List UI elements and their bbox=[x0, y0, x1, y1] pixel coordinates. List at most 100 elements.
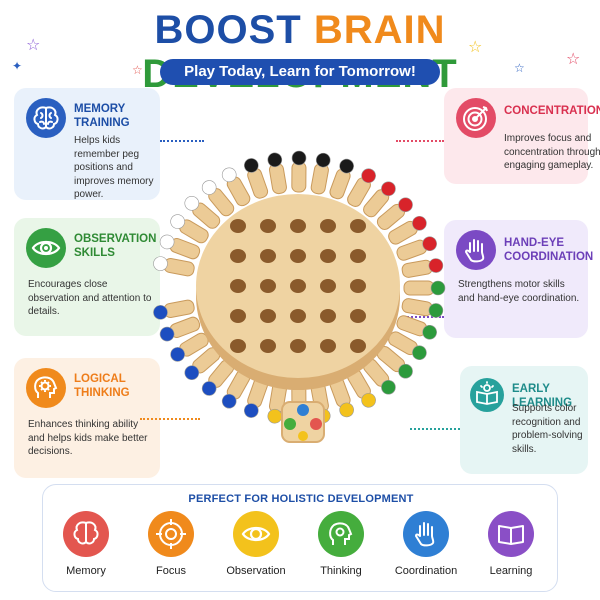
peg bbox=[244, 377, 269, 418]
connector-dots bbox=[160, 140, 204, 142]
peg bbox=[184, 347, 221, 381]
card-memory-training: MEMORY TRAINING Helps kids remember peg … bbox=[14, 88, 160, 200]
card-title: EARLY LEARNING bbox=[512, 383, 573, 409]
card-hand-eye-coordination: HAND-EYE COORDINATION Strengthens motor … bbox=[444, 220, 593, 338]
star-icon: ☆ bbox=[26, 37, 41, 54]
peg bbox=[388, 215, 427, 245]
board-hole bbox=[350, 219, 366, 233]
connector-dots bbox=[410, 428, 460, 430]
card-description: Encourages close observation and attenti… bbox=[28, 279, 152, 317]
board-hole bbox=[230, 249, 246, 263]
eye-icon bbox=[26, 228, 66, 268]
benefit-label: Focus bbox=[156, 565, 186, 577]
board-hole bbox=[260, 249, 276, 263]
connector-dots bbox=[404, 316, 444, 318]
benefit-label: Thinking bbox=[320, 565, 362, 577]
card-observation-skills: OBSERVATION SKILLS Encourages close obse… bbox=[14, 218, 160, 336]
board-hole bbox=[230, 339, 246, 353]
brain-icon bbox=[63, 511, 109, 557]
card-description: Enhances thinking ability and helps kids… bbox=[28, 419, 148, 457]
benefit-memory: Memory bbox=[51, 511, 121, 577]
card-title: OBSERVATION SKILLS bbox=[74, 233, 157, 259]
headline-word-boost: BOOST bbox=[154, 8, 302, 52]
board-hole bbox=[320, 279, 336, 293]
connector-dots bbox=[396, 140, 444, 142]
board-hole bbox=[230, 279, 246, 293]
peg bbox=[170, 214, 209, 244]
target-icon bbox=[148, 511, 194, 557]
tagline-ribbon: Play Today, Learn for Tomorrow! bbox=[160, 59, 440, 85]
card-concentration: CONCENTRATION Improves focus and concent… bbox=[444, 88, 600, 184]
book-bulb-icon bbox=[470, 378, 504, 412]
peg bbox=[184, 195, 221, 229]
peg bbox=[221, 167, 251, 207]
peg bbox=[347, 168, 376, 207]
board-hole bbox=[320, 219, 336, 233]
board-hole bbox=[260, 309, 276, 323]
color-dice bbox=[281, 401, 325, 443]
board-hole bbox=[350, 279, 366, 293]
star-icon: ✦ bbox=[12, 59, 23, 73]
hand-icon bbox=[456, 230, 496, 270]
benefit-observation: Observation bbox=[221, 511, 291, 577]
board-hole bbox=[290, 309, 306, 323]
peg bbox=[310, 152, 331, 195]
card-description: Improves focus and concentration through… bbox=[504, 133, 600, 171]
benefit-learning: Learning bbox=[476, 511, 546, 577]
benefit-label: Observation bbox=[226, 565, 286, 577]
peg bbox=[403, 280, 446, 296]
benefit-focus: Focus bbox=[136, 511, 206, 577]
peg bbox=[153, 256, 195, 277]
target-icon bbox=[456, 98, 496, 138]
book-icon bbox=[488, 511, 534, 557]
star-icon: ☆ bbox=[132, 63, 143, 77]
card-early-learning: EARLY LEARNING Supports color recognitio… bbox=[460, 366, 588, 474]
peg bbox=[376, 346, 413, 379]
card-description: Helps kids remember peg positions and im… bbox=[74, 135, 154, 200]
card-title: HAND-EYE COORDINATION bbox=[504, 237, 594, 263]
peg bbox=[329, 158, 354, 200]
board-hole bbox=[290, 219, 306, 233]
board-holes bbox=[230, 219, 366, 353]
peg bbox=[267, 381, 287, 424]
board-hole bbox=[290, 249, 306, 263]
star-icon: ☆ bbox=[514, 61, 525, 75]
board-hole bbox=[350, 249, 366, 263]
benefit-thinking: Thinking bbox=[306, 511, 376, 577]
card-title: MEMORY TRAINING bbox=[74, 103, 130, 129]
board-hole bbox=[260, 219, 276, 233]
eye-icon bbox=[233, 511, 279, 557]
brain-icon bbox=[26, 98, 66, 138]
benefit-label: Memory bbox=[66, 565, 106, 577]
board-hole bbox=[260, 279, 276, 293]
benefit-coordination: Coordination bbox=[391, 511, 461, 577]
board-hole bbox=[290, 339, 306, 353]
holistic-development-panel: PERFECT FOR HOLISTIC DEVELOPMENT Memory … bbox=[42, 484, 558, 592]
peg bbox=[401, 258, 444, 278]
peg bbox=[396, 315, 437, 340]
board-hole bbox=[350, 339, 366, 353]
board-hole bbox=[290, 279, 306, 293]
card-description: Strengthens motor skills and hand-eye co… bbox=[458, 279, 580, 304]
card-title: LOGICAL THINKING bbox=[74, 373, 130, 399]
peg bbox=[363, 181, 396, 218]
peg bbox=[401, 298, 444, 318]
peg bbox=[267, 152, 287, 195]
peg bbox=[363, 358, 396, 395]
peg bbox=[329, 376, 354, 418]
connector-dots bbox=[140, 418, 200, 420]
star-icon: ☆ bbox=[468, 39, 483, 56]
peg bbox=[291, 150, 307, 193]
card-logical-thinking: LOGICAL THINKING Enhances thinking abili… bbox=[14, 358, 160, 478]
board-hole bbox=[260, 339, 276, 353]
board-hole bbox=[230, 309, 246, 323]
board-hole bbox=[320, 339, 336, 353]
gear-head-icon bbox=[318, 511, 364, 557]
benefit-label: Coordination bbox=[394, 565, 458, 577]
peg bbox=[244, 158, 269, 199]
board-hole bbox=[350, 309, 366, 323]
board-hole bbox=[320, 249, 336, 263]
gear-head-icon bbox=[26, 368, 66, 408]
peg bbox=[153, 299, 195, 320]
peg bbox=[396, 236, 437, 261]
